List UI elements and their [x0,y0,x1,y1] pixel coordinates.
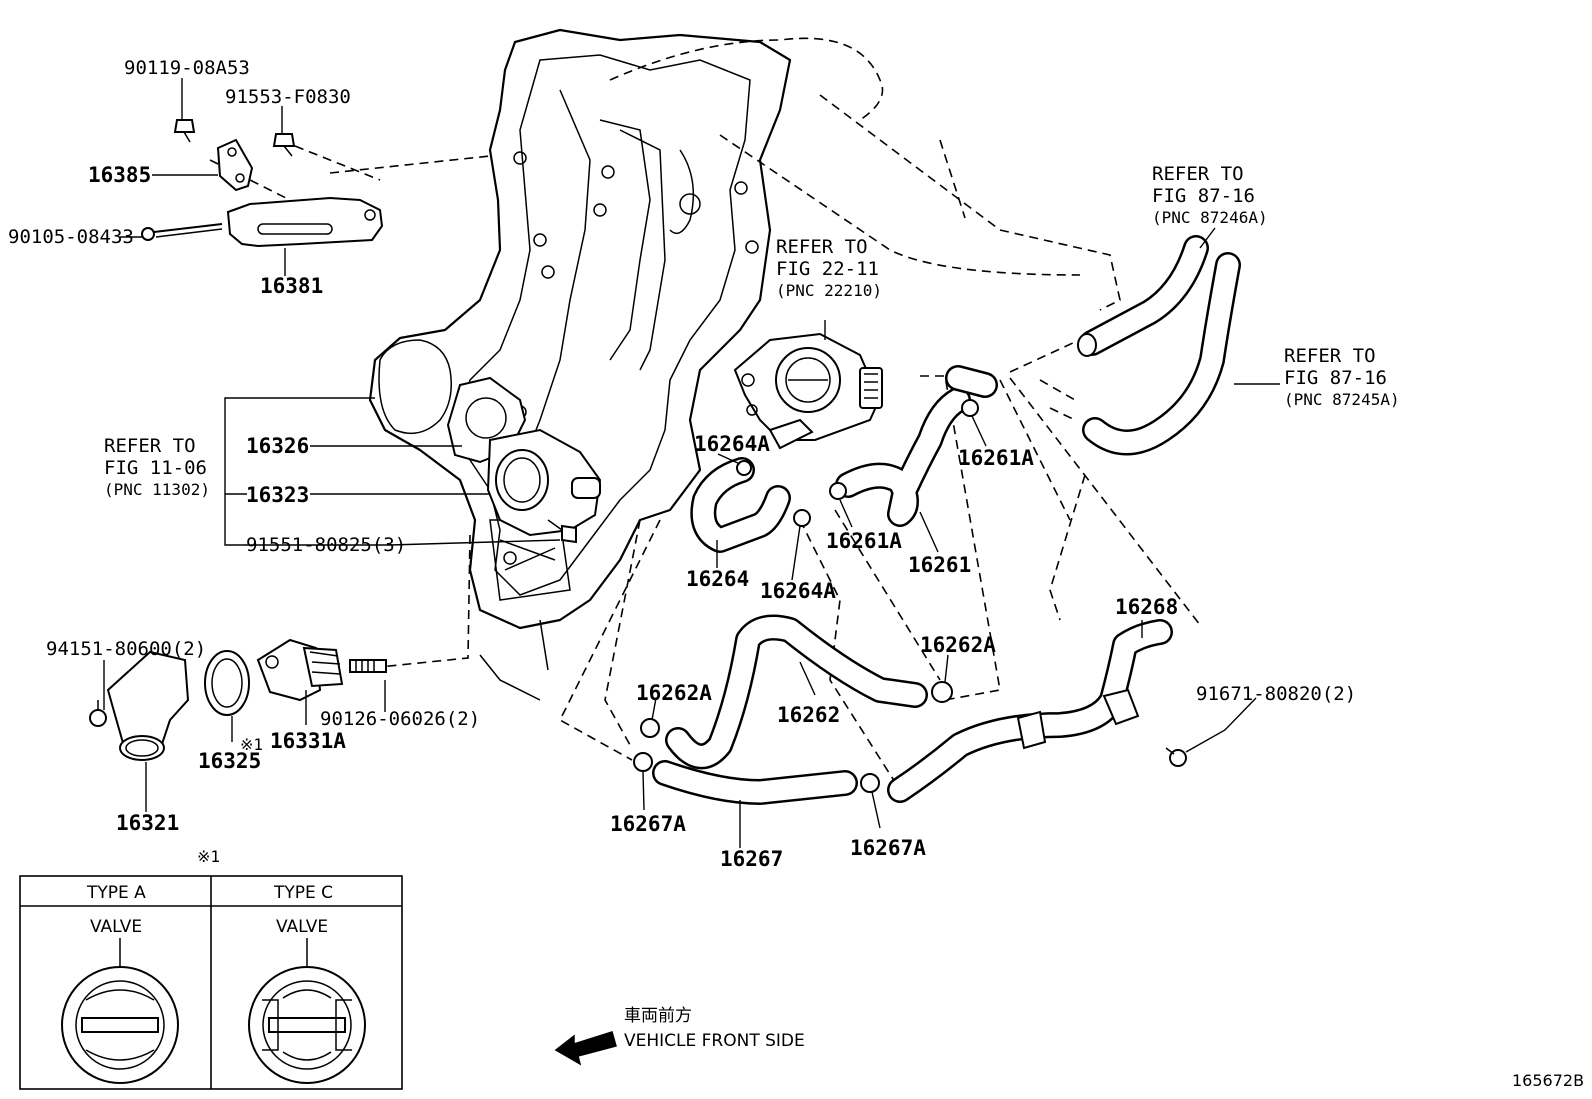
refer-fig-87-16-a-line2: FIG 87-16 [1152,185,1255,207]
front-arrow-icon [554,1031,617,1066]
type-c-valve-drawing [248,938,366,1084]
refer-fig-11-06-line2: FIG 11-06 [104,457,207,479]
label-90119-08A53: 90119-08A53 [124,57,250,79]
thermostat-type-table: ※1 TYPE A TYPE C VALVE VALVE [19,847,403,1090]
label-90126-06026: 90126-06026(2) [320,708,480,730]
label-90105-08433: 90105-08433 [8,226,134,248]
gasket-16325 [204,650,250,716]
refer-fig-87-16-b-line3: (PNC 87245A) [1284,390,1400,409]
label-16268: 16268 [1115,595,1178,619]
label-mark1: ※1 [240,735,263,754]
bolt-90105 [141,223,223,241]
clamp-16262A-b [931,681,953,703]
label-16331A: 16331A [270,729,346,753]
inlet-housing-16323 [486,428,602,537]
refer-fig-22-11-line3: (PNC 22210) [776,281,882,300]
hose-87245A [1082,252,1241,456]
label-16267A-b: 16267A [850,836,926,860]
refer-fig-87-16-a-line1: REFER TO [1152,163,1244,185]
refer-fig-87-16-b-line1: REFER TO [1284,345,1376,367]
label-16385: 16385 [88,163,151,187]
hose-16267 [652,760,858,805]
thermostat-16331A [256,638,344,702]
bracket-16385 [216,138,254,192]
hose-stub-top [945,365,998,398]
type-table-mark: ※1 [197,847,220,866]
label-91671-80820: 91671-80820(2) [1196,683,1356,705]
label-91551-80825: 91551-80825(3) [246,534,406,556]
type-a-valve-label: VALVE [90,917,142,937]
bolt-91553 [272,133,296,157]
clamp-16264A-a [736,460,752,476]
leader-lines [103,78,1280,848]
clamp-16261A-a [961,399,979,417]
throttle-body [733,332,883,450]
clamp-16261A-b [829,482,847,500]
clamp-16267A-a [633,752,653,772]
refer-fig-87-16-a-line3: (PNC 87246A) [1152,208,1268,227]
vehicle-front-en: VEHICLE FRONT SIDE [624,1031,805,1051]
label-16261: 16261 [908,553,971,577]
hose-16261 [835,387,971,527]
label-16261A-a: 16261A [958,446,1034,470]
bolt-91551 [547,519,577,544]
label-16323: 16323 [246,483,309,507]
clamp-16264A-b [793,509,811,527]
bolt-94151 [89,700,107,727]
label-16262: 16262 [777,703,840,727]
hose-16264 [690,457,791,553]
refer-fig-22-11-line1: REFER TO [776,236,868,258]
refer-fig-22-11-line2: FIG 22-11 [776,258,879,280]
label-16321: 16321 [116,811,179,835]
bracket-16381 [226,196,384,248]
label-16381: 16381 [260,274,323,298]
label-16325: 16325 [198,749,261,773]
vehicle-front-arrow: 車両前方 VEHICLE FRONT SIDE [554,1006,805,1066]
label-91553-F0830: 91553-F0830 [225,86,351,108]
part-labels: 90119-08A53 91553-F0830 16385 90105-0843… [8,57,1400,871]
label-16262A-b: 16262A [920,633,996,657]
engine-timing-cover [368,28,792,701]
type-c-header: TYPE C [273,883,333,903]
label-16267A-a: 16267A [610,812,686,836]
hose-16262 [665,614,928,770]
reference-dashed-lines [209,37,1201,791]
refer-fig-87-16-b-line2: FIG 87-16 [1284,367,1387,389]
clamp-16267A-b [860,773,880,793]
label-94151-80600: 94151-80600(2) [46,638,206,660]
label-16262A-a: 16262A [636,681,712,705]
type-a-valve-drawing [61,938,179,1084]
clamp-16262A-a [640,718,660,738]
label-16267: 16267 [720,847,783,871]
pipe-16268 [887,619,1173,803]
type-a-header: TYPE A [86,883,146,903]
label-16326: 16326 [246,434,309,458]
bolt-90119 [173,119,196,143]
label-16261A-b: 16261A [826,529,902,553]
figure-id: 165672B [1512,1071,1584,1090]
label-16264: 16264 [686,567,749,591]
hose-87246A [1077,235,1209,357]
label-16264A-b: 16264A [760,579,836,603]
type-c-valve-label: VALVE [276,917,328,937]
stud-90126 [349,659,387,673]
label-16264A-a: 16264A [694,432,770,456]
refer-fig-11-06-line3: (PNC 11302) [104,480,210,499]
refer-fig-11-06-line1: REFER TO [104,435,196,457]
vehicle-front-jp: 車両前方 [624,1006,692,1026]
bolt-91671 [1165,747,1187,767]
water-inlet-16321 [106,650,190,761]
